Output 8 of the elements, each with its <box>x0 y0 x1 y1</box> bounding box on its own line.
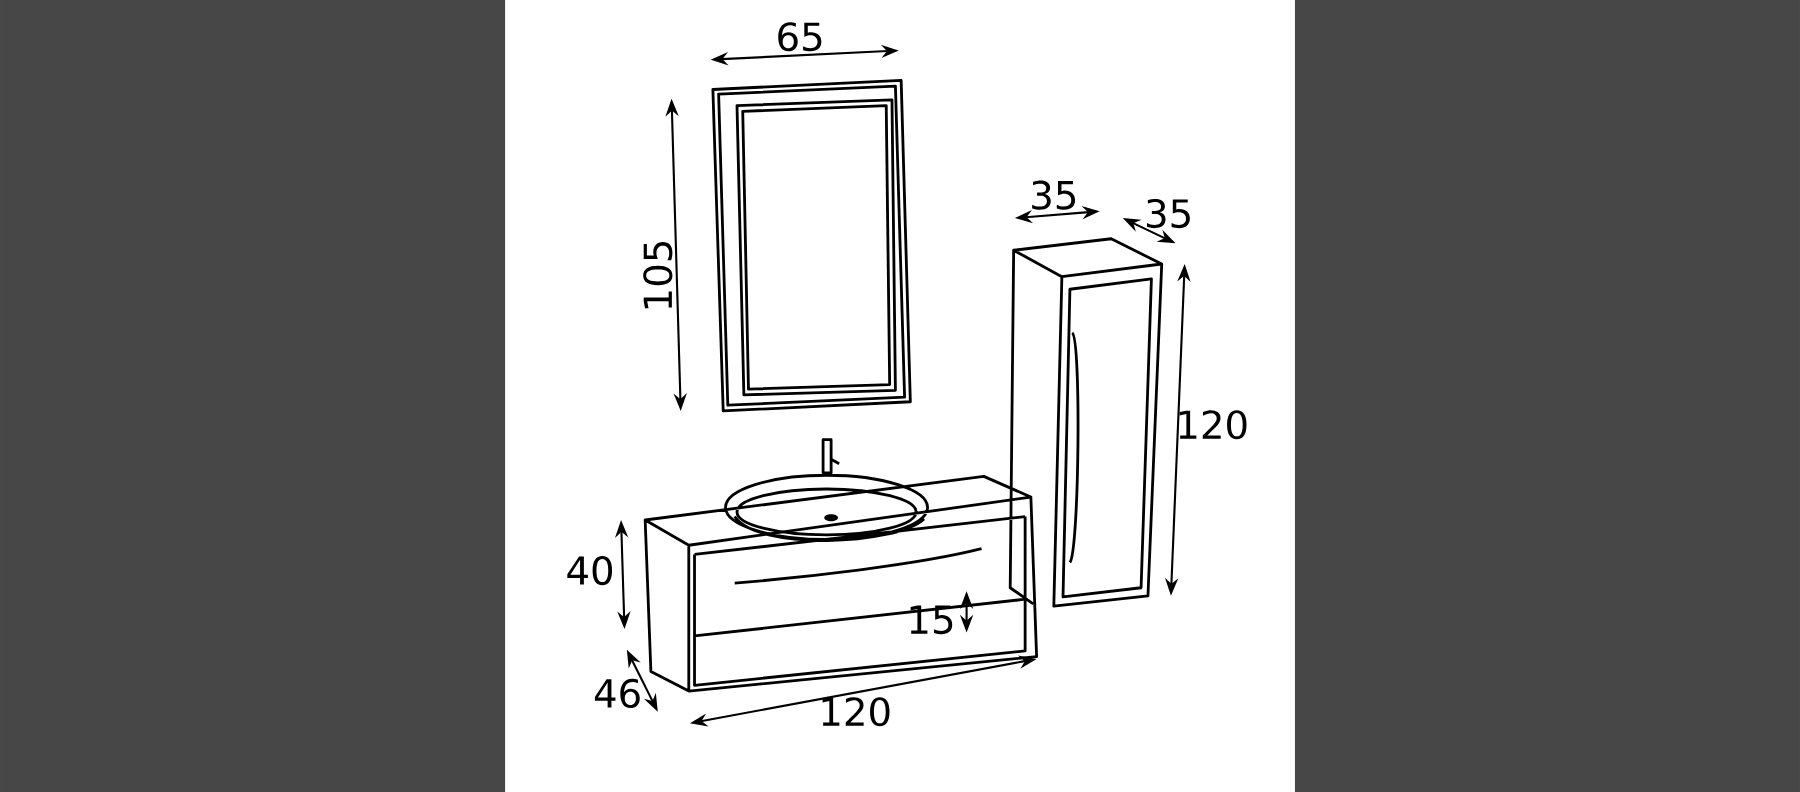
dimension-label: 105 <box>643 241 673 309</box>
dimension-label: 35 <box>1146 198 1190 229</box>
dimension-label: 35 <box>1032 180 1076 210</box>
dimension-label: 65 <box>778 22 822 52</box>
dimension-label: 46 <box>594 678 640 708</box>
dimension-label: 120 <box>1179 410 1247 440</box>
dimension-label: 120 <box>822 697 890 727</box>
dimension-label: 40 <box>567 555 613 586</box>
